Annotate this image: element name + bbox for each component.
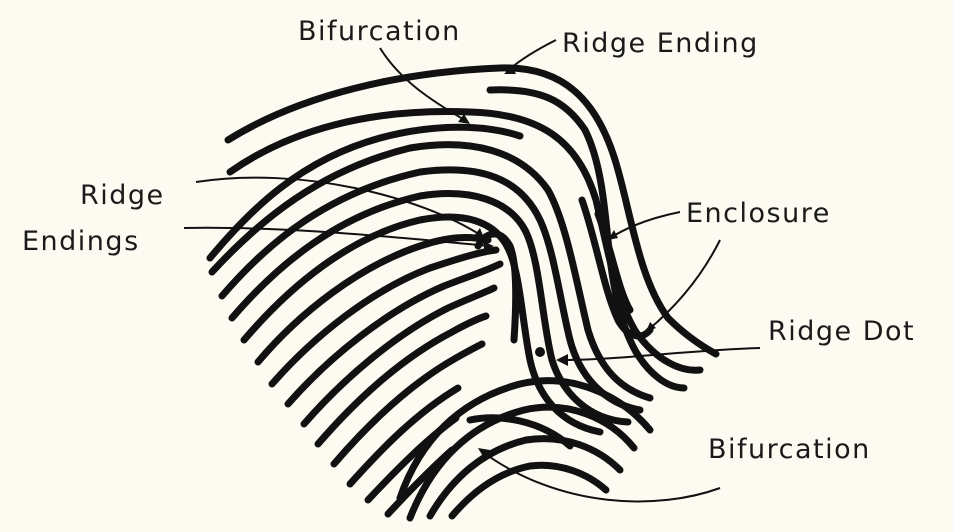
label-ridge-endings-line2: Endings [22,226,140,257]
leader-enclosure-b [648,240,720,330]
label-ridge-endings-line1: Ridge [80,180,165,211]
fingerprint-ridges [210,68,716,518]
arrowhead-ridge-dot [556,354,568,366]
label-ridge-dot: Ridge Dot [768,316,915,347]
label-enclosure: Enclosure [686,198,831,229]
ridge-diag-5 [350,388,458,484]
label-ridge-ending: Ridge Ending [562,28,759,59]
arrowhead-bifurcation-top [458,114,470,124]
ridge-lower-4 [452,465,606,516]
leader-enclosure-a [610,212,680,238]
ridge-dot [535,347,545,357]
label-bifurcation-bottom: Bifurcation [708,434,871,465]
label-bifurcation-top: Bifurcation [298,16,461,47]
